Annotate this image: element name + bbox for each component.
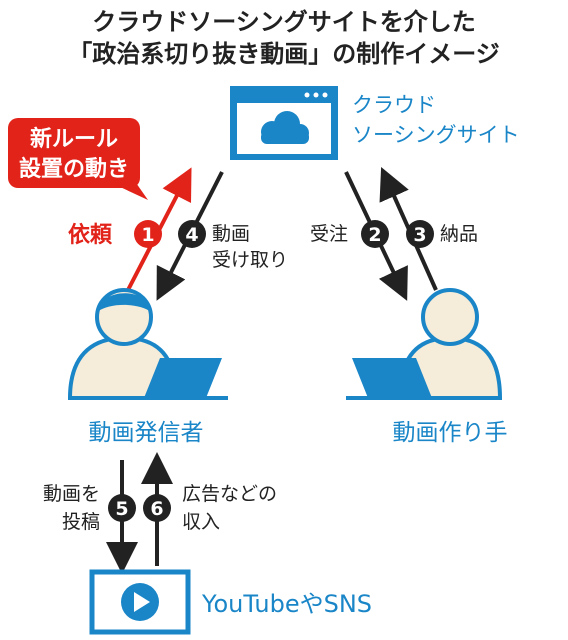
youtube-label: YouTubeやSNS	[201, 590, 372, 618]
creator-label: 動画作り手	[393, 420, 508, 446]
step-2-badge: 2	[361, 220, 389, 248]
step-5-label-line-1: 動画を	[43, 483, 100, 505]
step-6-label-line-1: 広告などの	[182, 483, 277, 505]
title-line-2: 「政治系切り抜き動画」の制作イメージ	[68, 40, 500, 68]
step-1-number: 1	[141, 224, 154, 246]
platform-label-line-2: ソーシングサイト	[352, 123, 520, 147]
title-line-1: クラウドソーシングサイトを介した	[92, 8, 476, 36]
callout-line-1: 新ルール	[30, 126, 118, 152]
step-6-badge: 6	[143, 494, 171, 522]
callout-line-2: 設置の動き	[19, 156, 129, 182]
step-5-label-line-2: 投稿	[62, 511, 100, 533]
publisher-figure	[67, 288, 228, 400]
step-6-label-line-2: 収入	[182, 511, 220, 533]
publisher-label: 動画発信者	[89, 420, 204, 446]
step-5-number: 5	[115, 498, 128, 520]
step-3-number: 3	[413, 224, 426, 246]
step-4-number: 4	[185, 224, 198, 246]
step-1-badge: 1	[134, 220, 162, 248]
cloud-icon	[261, 111, 309, 144]
step-1-label: 依頼	[68, 222, 113, 248]
step-3-badge: 3	[406, 220, 434, 248]
new-rule-callout: 新ルール 設置の動き	[8, 118, 148, 200]
step-3-label: 納品	[440, 223, 478, 245]
creator-figure	[346, 288, 503, 400]
platform-label-line-1: クラウド	[352, 93, 436, 117]
step-4-badge: 4	[178, 220, 206, 248]
youtube-player-icon	[89, 569, 191, 635]
step-4-label-line-1: 動画	[212, 223, 250, 245]
step-2-number: 2	[368, 224, 381, 246]
step-2-label: 受注	[310, 223, 348, 245]
step-6-number: 6	[150, 498, 163, 520]
step-4-label-line-2: 受け取り	[212, 249, 288, 271]
step-5-badge: 5	[108, 494, 136, 522]
platform-window-icon	[230, 86, 338, 160]
